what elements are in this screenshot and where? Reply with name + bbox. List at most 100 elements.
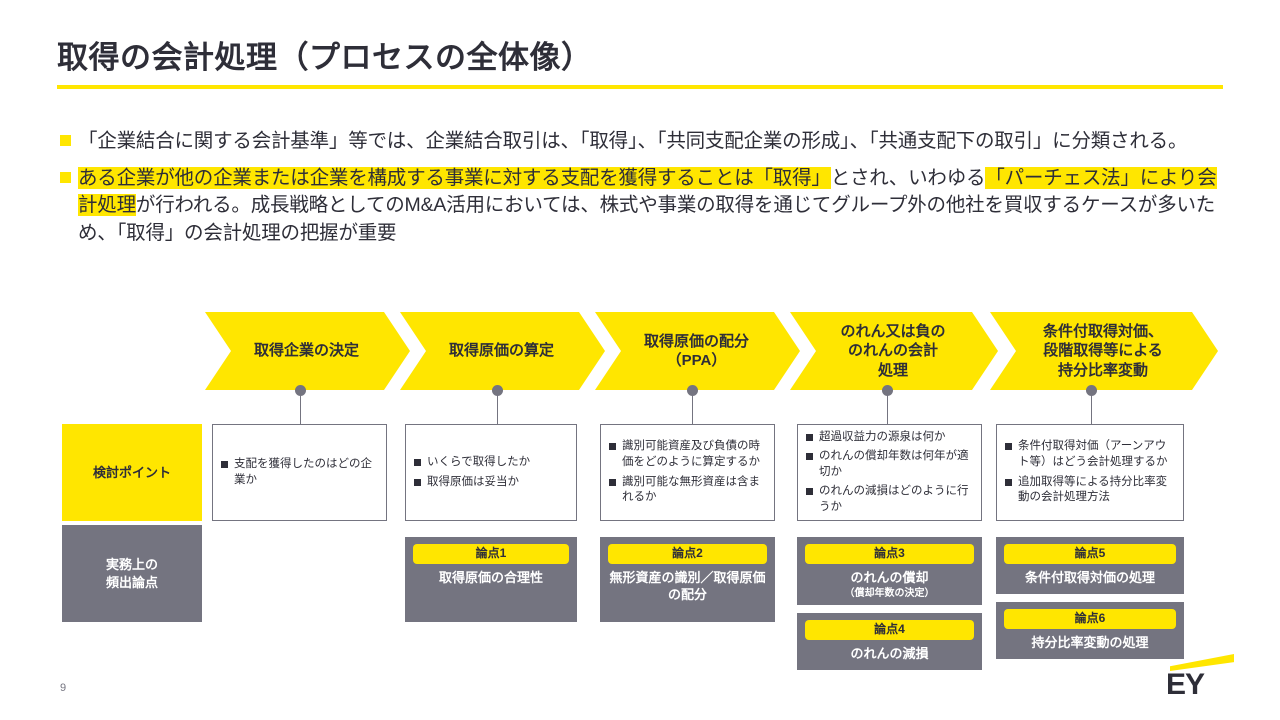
issue-panel[interactable]: 論点5 条件付取得対価の処理 [996,537,1184,594]
checkpoint-item-text: 支配を獲得したのはどの企業か [234,457,372,486]
issue-subtitle: （償却年数の決定） [844,587,935,599]
process-step-chevron[interactable]: のれん又は負ののれんの会計処理 [790,312,998,390]
checkpoint-box: 支配を獲得したのはどの企業か [212,424,387,521]
checkpoint-bullet-icon [414,458,421,466]
checkpoint-bullet-icon [221,460,228,468]
title-block: 取得の会計処理（プロセスの全体像） [57,40,1223,89]
checkpoint-item: いくらで取得したか [414,455,569,471]
checkpoint-bullet-icon [806,433,813,441]
checkpoint-item-text: 追加取得等による持分比率変動の会計処理方法 [1018,475,1168,504]
issue-title: 条件付取得対価の処理 [1024,569,1155,585]
bullet-plain-text: が行われる。成長戦略としてのM&A活用においては、株式や事業の取得を通じてグルー… [78,194,1216,245]
issue-panel[interactable]: 論点4 のれんの減損 [797,613,982,670]
process-step-chevron[interactable]: 取得企業の決定 [205,312,410,390]
chevron-label-line: 取得原価の配分 [643,332,749,350]
chevron-label-line: 取得原価の算定 [448,342,554,360]
issue-tag-badge: 論点4 [805,620,974,640]
checkpoint-item-text: のれんの償却年数は何年が適切か [819,450,969,478]
issue-title: のれんの償却 [850,569,929,585]
connector-line [692,391,693,424]
checkpoint-item-text: 条件付取得対価（アーンアウト等）はどう会計処理するか [1018,440,1168,468]
issue-panel[interactable]: 論点1 取得原価の合理性 [405,537,577,622]
process-step-chevron-label: 取得原価の配分 （PPA） [644,332,749,371]
page-title: 取得の会計処理（プロセスの全体像） [57,40,593,75]
issue-title: 取得原価の合理性 [438,569,543,585]
row-label-issues-line2: 頻出論点 [105,574,158,590]
process-step-chevron-label: 条件付取得対価、段階取得等による持分比率変動 [1043,322,1163,381]
checkpoint-box: 識別可能資産及び負債の時価をどのように算定するか識別可能な無形資産は含まれるか [600,424,775,521]
checkpoint-item-text: 超過収益力の源泉は何か [819,430,946,443]
checkpoint-item: 支配を獲得したのはどの企業か [221,457,379,488]
issue-panel[interactable]: 論点2 無形資産の識別／取得原価の配分 [600,537,775,622]
checkpoint-box: 条件付取得対価（アーンアウト等）はどう会計処理するか追加取得等による持分比率変動… [996,424,1184,521]
checkpoint-item: 識別可能資産及び負債の時価をどのように算定するか [609,439,767,470]
process-step-chevron[interactable]: 取得原価の配分 （PPA） [595,312,800,390]
row-label-issues: 実務上の 頻出論点 [62,525,202,622]
issue-tag-badge: 論点6 [1004,609,1176,629]
checkpoint-bullet-icon [414,478,421,486]
bullet-text: ある企業が他の企業または企業を構成する事業に対する支配を獲得することは「取得」と… [78,165,1225,248]
row-label-checkpoints: 検討ポイント [62,424,202,521]
bullet-plain-text: 「企業結合に関する会計基準」等では、企業結合取引は、「取得」、「共同支配企業の形… [78,130,1188,152]
process-step-chevron-label: のれん又は負ののれんの会計処理 [840,322,945,381]
checkpoint-box: いくらで取得したか取得原価は妥当か [405,424,577,521]
issue-tag-badge: 論点2 [608,544,767,564]
connector-dot-icon [882,385,893,396]
row-label-issues-text: 実務上の 頻出論点 [106,556,158,591]
checkpoint-bullet-icon [806,453,813,461]
connector-dot-icon [295,385,306,396]
process-step-chevron-label: 取得企業の決定 [254,341,359,361]
connector-dot-icon [492,385,503,396]
checkpoint-item: 追加取得等による持分比率変動の会計処理方法 [1005,475,1176,506]
bullet-row: 「企業結合に関する会計基準」等では、企業結合取引は、「取得」、「共同支配企業の形… [60,128,1225,156]
chevron-label-line: のれんの会計 [847,342,938,360]
checkpoint-box: 超過収益力の源泉は何かのれんの償却年数は何年が適切かのれんの減損はどのように行う… [797,424,982,521]
row-label-checkpoints-text: 検討ポイント [92,464,171,480]
chevron-label-line: 条件付取得対価、 [1042,322,1163,340]
connector-line [887,391,888,424]
connector-line [1091,391,1092,424]
issue-title: 持分比率変動の処理 [1031,634,1149,650]
checkpoint-item: 取得原価は妥当か [414,475,569,491]
bullet-row: ある企業が他の企業または企業を構成する事業に対する支配を獲得することは「取得」と… [60,165,1225,248]
connector-line [497,391,498,424]
checkpoint-item-text: のれんの減損はどのように行うか [819,485,969,513]
checkpoint-item-text: 識別可能な無形資産は含まれるか [622,475,760,504]
bullet-list: 「企業結合に関する会計基準」等では、企業結合取引は、「取得」、「共同支配企業の形… [60,128,1225,257]
checkpoint-item-text: いくらで取得したか [427,455,531,468]
issue-panel[interactable]: 論点6 持分比率変動の処理 [996,602,1184,659]
row-label-issues-line1: 実務上の [105,556,158,572]
process-step-chevron[interactable]: 条件付取得対価、段階取得等による持分比率変動 [990,312,1218,390]
ey-logo-text: EY [1166,668,1205,701]
process-step-chevron[interactable]: 取得原価の算定 [400,312,605,390]
chevron-label-line: （PPA） [666,352,727,369]
bullet-text: 「企業結合に関する会計基準」等では、企業結合取引は、「取得」、「共同支配企業の形… [78,128,1187,156]
checkpoint-item-text: 識別可能資産及び負債の時価をどのように算定するか [622,440,760,468]
issue-title: のれんの減損 [850,645,929,661]
chevron-label-line: 段階取得等による [1043,342,1163,360]
chevron-label-line: 持分比率変動 [1057,361,1148,379]
checkpoint-item: のれんの償却年数は何年が適切か [806,449,974,480]
bullet-marker-icon [60,135,71,146]
connector-dot-icon [1086,385,1097,396]
issue-title: 無形資産の識別／取得原価の配分 [609,569,766,602]
process-step-chevron-label: 取得原価の算定 [449,341,554,361]
checkpoint-bullet-icon [806,488,813,496]
connector-line [300,391,301,424]
checkpoint-item-text: 取得原価は妥当か [427,475,519,488]
checkpoint-bullet-icon [609,478,616,486]
checkpoint-item: 識別可能な無形資産は含まれるか [609,475,767,506]
checkpoint-item: 超過収益力の源泉は何か [806,430,974,446]
issue-tag-badge: 論点5 [1004,544,1176,564]
process-diagram: 検討ポイント 実務上の 頻出論点 取得企業の決定支配を獲得したのはどの企業か取得… [0,303,1280,673]
chevron-label-line: 取得企業の決定 [253,342,359,360]
bullet-plain-text: とされ、いわゆる [830,166,986,189]
bullet-highlighted-text: ある企業が他の企業または企業を構成する事業に対する支配を獲得することは「取得」 [78,166,831,189]
chevron-label-line: のれん又は負の [840,322,946,340]
checkpoint-bullet-icon [609,443,616,451]
issue-tag-badge: 論点1 [413,544,569,564]
checkpoint-bullet-icon [1005,443,1012,451]
page-number: 9 [60,682,67,694]
checkpoint-item: 条件付取得対価（アーンアウト等）はどう会計処理するか [1005,439,1176,470]
